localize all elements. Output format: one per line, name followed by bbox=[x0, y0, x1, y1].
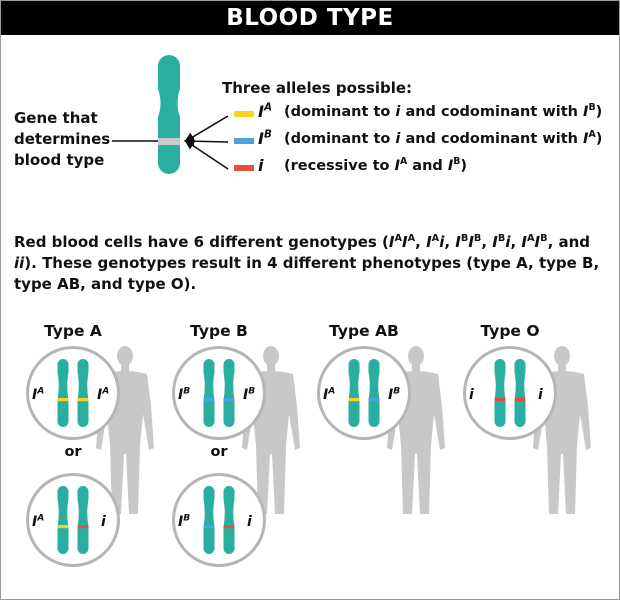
title-banner: BLOOD TYPE bbox=[1, 1, 619, 35]
allele-band bbox=[77, 398, 89, 402]
allele-description: (recessive to IA and IB) bbox=[284, 156, 468, 174]
silhouette-head bbox=[263, 346, 279, 366]
allele-band bbox=[223, 398, 235, 402]
chromosome-pair bbox=[57, 359, 89, 427]
right-allele-label: i bbox=[538, 387, 543, 403]
gene-label-line: determines bbox=[14, 130, 111, 148]
gene-label-line: blood type bbox=[14, 151, 105, 169]
left-allele-label: IA bbox=[32, 513, 45, 530]
allele-arrow bbox=[184, 115, 229, 143]
silhouette-head bbox=[117, 346, 133, 366]
or-label: or bbox=[64, 444, 82, 460]
silhouette-head bbox=[408, 346, 424, 366]
silhouette-neck bbox=[267, 364, 275, 372]
page-title: BLOOD TYPE bbox=[226, 5, 394, 31]
gene-chromosome bbox=[158, 55, 180, 174]
left-allele-label: IA bbox=[32, 386, 45, 403]
homolog-chromosome bbox=[77, 359, 89, 427]
allele-symbol: IA bbox=[258, 101, 272, 121]
allele-band bbox=[57, 398, 69, 402]
allele-color-swatch bbox=[234, 165, 254, 171]
left-allele-label: IB bbox=[178, 386, 191, 403]
alleles-heading: Three alleles possible: bbox=[222, 79, 413, 97]
or-label: or bbox=[210, 444, 228, 460]
homolog-chromosome bbox=[57, 486, 69, 554]
right-allele-label: IA bbox=[97, 386, 110, 403]
allele-description: (dominant to i and codominant with IA) bbox=[284, 129, 603, 147]
homolog-chromosome bbox=[223, 486, 235, 554]
silhouette-neck bbox=[121, 364, 129, 372]
chromosome-pair bbox=[57, 486, 89, 554]
allele-band bbox=[348, 398, 360, 402]
allele-band bbox=[514, 398, 526, 402]
allele-arrow bbox=[184, 139, 229, 170]
allele-color-swatch bbox=[234, 138, 254, 144]
homolog-chromosome bbox=[368, 359, 380, 427]
homolog-chromosome bbox=[494, 359, 506, 427]
allele-band bbox=[494, 398, 506, 402]
chromosome-pair bbox=[348, 359, 380, 427]
homolog-chromosome bbox=[223, 359, 235, 427]
homolog-chromosome bbox=[348, 359, 360, 427]
allele-band bbox=[57, 525, 69, 529]
right-allele-label: IB bbox=[388, 386, 401, 403]
homolog-chromosome bbox=[514, 359, 526, 427]
allele-band bbox=[77, 525, 89, 529]
gene-label-line: Gene that bbox=[14, 109, 98, 127]
allele-description: (dominant to i and codominant with IB) bbox=[284, 102, 603, 120]
chromosome-pair bbox=[203, 486, 235, 554]
allele-symbol: i bbox=[258, 156, 264, 175]
allele-band bbox=[223, 525, 235, 529]
allele-arrow bbox=[184, 136, 229, 147]
allele-color-swatch bbox=[234, 111, 254, 117]
gene-label: Gene that determines blood type bbox=[14, 108, 110, 171]
homolog-chromosome bbox=[77, 486, 89, 554]
left-allele-label: IB bbox=[178, 513, 191, 530]
genotype-circle: IA i bbox=[26, 473, 120, 567]
chromosome-pair bbox=[203, 359, 235, 427]
homolog-chromosome bbox=[203, 486, 215, 554]
right-allele-label: i bbox=[247, 514, 252, 530]
allele-symbol: IB bbox=[258, 128, 272, 148]
left-allele-label: IA bbox=[323, 386, 336, 403]
chromosome-pair bbox=[494, 359, 526, 427]
gene-locus-band bbox=[158, 138, 180, 145]
silhouette-neck bbox=[558, 364, 566, 372]
phenotype-label: Type O bbox=[480, 322, 540, 340]
silhouette-head bbox=[554, 346, 570, 366]
right-allele-label: IB bbox=[243, 386, 256, 403]
genotype-paragraph: Red blood cells have 6 different genotyp… bbox=[14, 233, 600, 293]
genotype-circle: IA IB bbox=[317, 346, 411, 440]
right-allele-label: i bbox=[101, 514, 106, 530]
allele-band bbox=[203, 398, 215, 402]
allele-band bbox=[368, 398, 380, 402]
genotype-circle: IA IA bbox=[26, 346, 120, 440]
phenotype-label: Type A bbox=[44, 322, 102, 340]
phenotype-label: Type B bbox=[190, 322, 248, 340]
left-allele-label: i bbox=[469, 387, 474, 403]
phenotype-label: Type AB bbox=[329, 322, 399, 340]
homolog-chromosome bbox=[57, 359, 69, 427]
genotype-circle: IB i bbox=[172, 473, 266, 567]
homolog-chromosome bbox=[203, 359, 215, 427]
silhouette-neck bbox=[412, 364, 420, 372]
allele-band bbox=[203, 525, 215, 529]
genotype-circle: IB IB bbox=[172, 346, 266, 440]
